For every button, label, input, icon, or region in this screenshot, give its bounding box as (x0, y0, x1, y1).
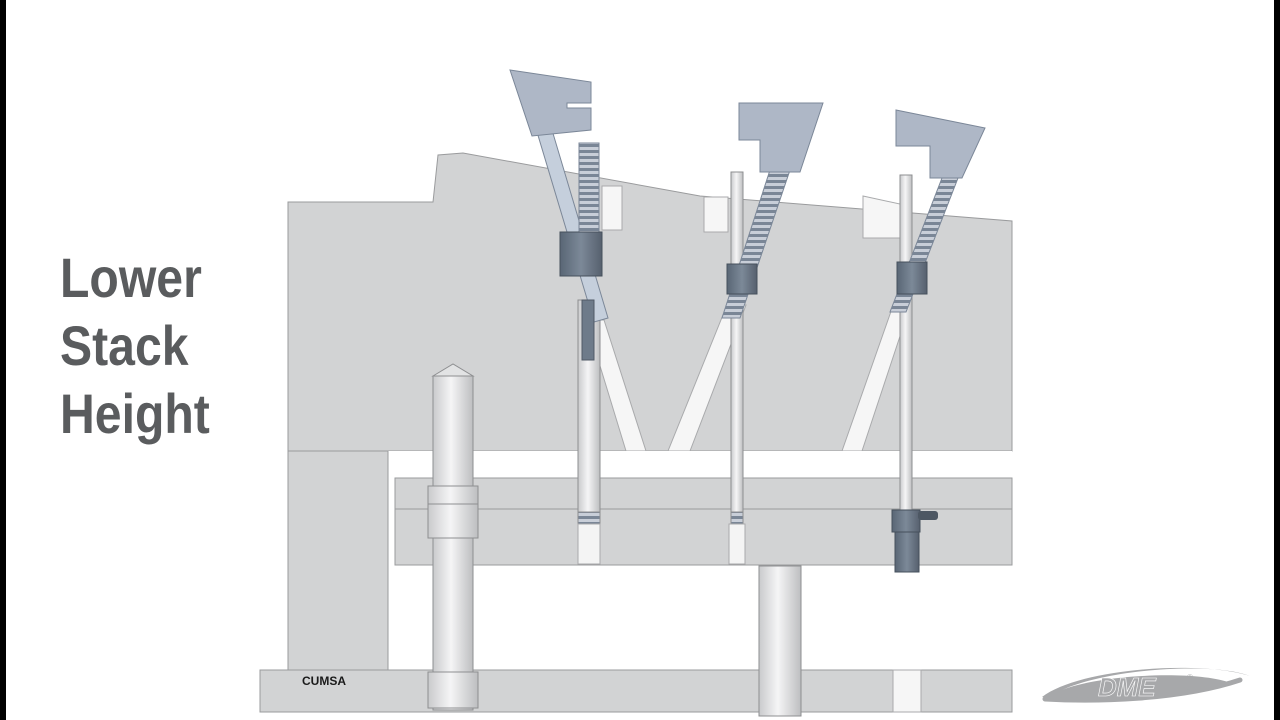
support-block (287, 450, 389, 671)
lifter-1 (509, 69, 609, 565)
lifter-3 (889, 109, 986, 573)
title-line-2: Stack (60, 314, 189, 377)
plate-gap (388, 451, 1012, 478)
ejector-rod (758, 565, 802, 717)
clamp-slot (892, 669, 922, 713)
title-line-1: Lower (60, 246, 202, 309)
guide-pin (427, 363, 479, 711)
frame-edge-left (0, 0, 6, 720)
dme-logo: DME ® (1042, 667, 1250, 703)
clamp-plate (259, 669, 1013, 713)
registered-mark: ® (1187, 673, 1193, 682)
slide-title: Lower Stack Height (60, 244, 210, 448)
lifter-2 (721, 102, 824, 565)
manufacturer-label: CUMSA (302, 674, 346, 688)
frame-edge-right (1274, 0, 1280, 720)
dme-logo-text: DME (1098, 672, 1156, 702)
ejector-retainer-plate (394, 477, 1013, 510)
title-line-3: Height (60, 382, 210, 445)
